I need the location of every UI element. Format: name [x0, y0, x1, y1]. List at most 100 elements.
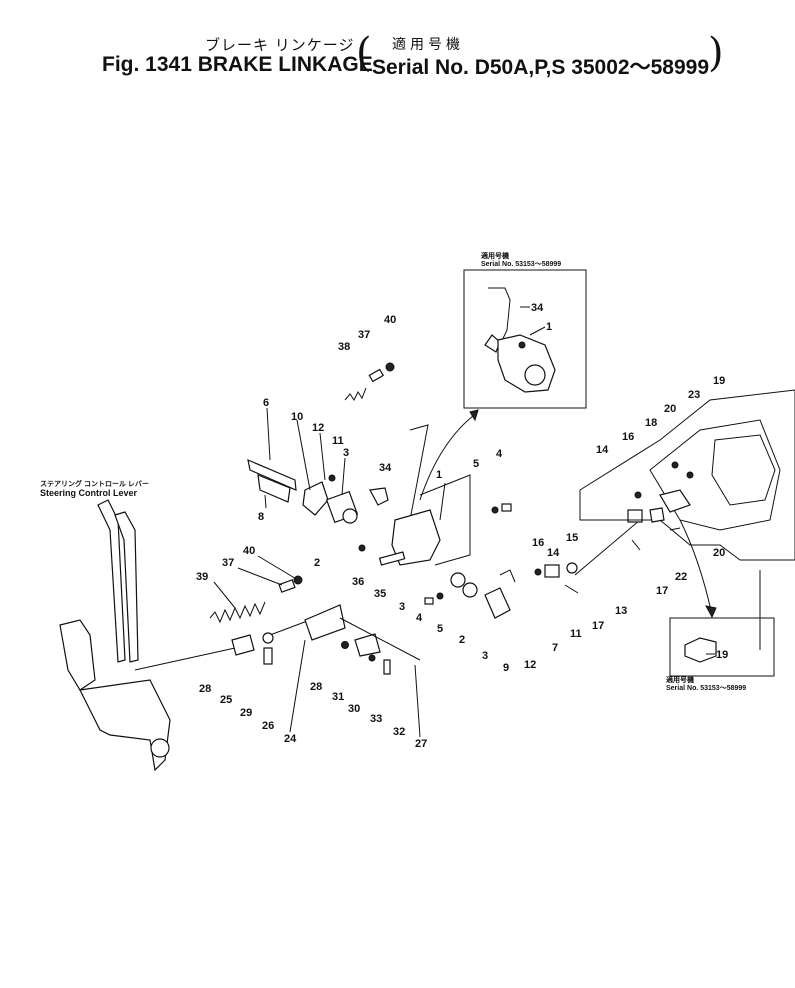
- plate-8: [257, 474, 291, 503]
- label-19-inset: 19: [716, 649, 728, 661]
- inset-top-serial: Serial No. 53153～58999: [481, 261, 561, 268]
- pin-36: [358, 544, 366, 552]
- label-23: 23: [688, 389, 700, 401]
- label-18: 18: [645, 417, 657, 429]
- inset-pin: [518, 341, 526, 349]
- label-13: 13: [615, 605, 627, 617]
- bracket-6: [247, 459, 297, 503]
- pin-16: [534, 568, 542, 576]
- label-4: 4: [496, 448, 503, 460]
- spring-38: [344, 387, 367, 401]
- shaft-6: [247, 459, 297, 491]
- inset-bracket-19: [684, 637, 717, 663]
- bolt-20: [671, 461, 679, 469]
- japanese-title: ブレーキ リンケージ: [205, 36, 355, 54]
- bolt-11: [328, 474, 336, 482]
- label-10: 10: [291, 411, 303, 423]
- label-28-right: 28: [310, 681, 322, 693]
- leader-10: [296, 419, 311, 491]
- serial-range: Serial No. D50A,P,S 35002～58999: [372, 56, 709, 79]
- cross-rod: [534, 491, 643, 594]
- label-19: 19: [713, 375, 725, 387]
- bracket-15: [649, 507, 665, 523]
- close-paren: ): [708, 30, 724, 76]
- label-30: 30: [348, 703, 360, 715]
- washer-5b: [436, 592, 444, 600]
- inset-top-jp: 適用号機: [481, 251, 509, 260]
- label-8: 8: [258, 511, 264, 523]
- steering-label-en: Steering Control Lever: [40, 488, 138, 498]
- label-17-right: 17: [656, 585, 668, 597]
- label-17-lower: 17: [592, 620, 604, 632]
- label-20: 20: [713, 547, 725, 559]
- pin-35: [378, 551, 406, 566]
- bracket-18: [659, 489, 691, 513]
- label-36: 36: [352, 576, 364, 588]
- leader-37-lower: [237, 567, 283, 586]
- clevis-14b: [627, 509, 643, 523]
- leader-6: [266, 407, 271, 461]
- pedal-link-line: [134, 647, 236, 671]
- label-25: 25: [220, 694, 232, 706]
- brake-pedal: [59, 619, 96, 691]
- label-29: 29: [240, 707, 252, 719]
- inset-top-frame: [463, 269, 587, 409]
- pin-26: [263, 647, 273, 665]
- label-33: 33: [370, 713, 382, 725]
- inset-top: 適用号機 Serial No. 53153～58999 34 1: [463, 251, 587, 409]
- label-22: 22: [675, 571, 687, 583]
- case-window: [711, 434, 776, 506]
- label-5-lower: 5: [437, 623, 443, 635]
- label-40-upper: 40: [384, 314, 396, 326]
- pedal-34: [369, 487, 389, 506]
- washer-5: [491, 506, 499, 514]
- rod-24: [269, 619, 311, 636]
- leader-8: [264, 494, 267, 509]
- bolt-33: [368, 654, 376, 662]
- label-35: 35: [374, 588, 386, 600]
- label-20-top: 20: [664, 403, 676, 415]
- steering-control-lever: ステアリング コントロール レバー Steering Control Lever: [40, 479, 236, 772]
- label-1-inset: 1: [546, 321, 552, 333]
- inset-bottom-frame: [669, 617, 775, 677]
- leader-3: [341, 457, 346, 496]
- label-9: 9: [503, 662, 509, 674]
- main-bracket: [358, 424, 471, 566]
- label-3-right: 3: [482, 650, 488, 662]
- washer-31: [341, 641, 349, 649]
- label-14-left: 14: [547, 547, 560, 559]
- transmission-case: [579, 389, 795, 650]
- inset-lever-1: [497, 334, 556, 393]
- nut-40-upper: [385, 362, 395, 372]
- inset-bottom-serial: Serial No. 53153～58999: [666, 685, 746, 692]
- label-6: 6: [263, 397, 269, 409]
- case-cover: [649, 419, 781, 531]
- bushing-2: [342, 508, 358, 524]
- leader-40-lower: [257, 555, 299, 581]
- label-3: 3: [343, 447, 349, 459]
- label-26: 26: [262, 720, 274, 732]
- upper-spring: [344, 362, 395, 401]
- label-27: 27: [415, 738, 427, 750]
- lever-10: [302, 481, 329, 516]
- case-outline: [579, 389, 795, 561]
- yoke-28: [304, 604, 346, 641]
- bolt-23: [686, 471, 694, 479]
- label-15: 15: [566, 532, 578, 544]
- clevis-14: [544, 564, 560, 578]
- arrowhead-bottom: [705, 605, 717, 619]
- label-37-upper: 37: [358, 329, 370, 341]
- cotter-17b: [564, 584, 579, 594]
- inset-bottom-jp: 適用号機: [666, 675, 694, 684]
- label-31: 31: [332, 691, 344, 703]
- rod-13: [574, 519, 641, 576]
- leader-1: [439, 482, 446, 521]
- pin-22: [669, 527, 681, 531]
- label-34-inset: 34: [531, 302, 544, 314]
- center-lever: [302, 474, 359, 524]
- arrow-to-inset-top: [419, 411, 479, 501]
- pedal-base: [79, 679, 171, 772]
- arrowhead-top: [469, 409, 479, 422]
- plate-30: [354, 633, 381, 657]
